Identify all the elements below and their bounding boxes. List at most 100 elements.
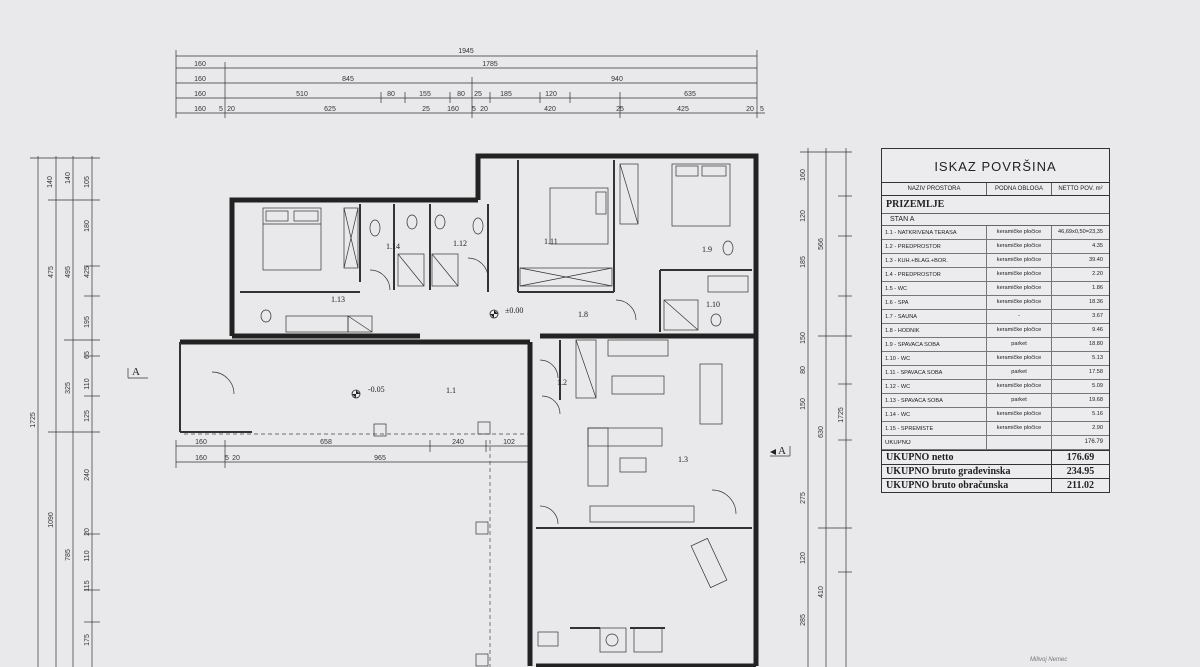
row-area: 19.68	[1051, 394, 1109, 407]
dim-bottom-r1-2: 20	[232, 455, 240, 462]
dim-top-r3-5: 25	[474, 91, 482, 98]
dim-bottom-r0-3: 102	[503, 439, 515, 446]
row-floor-type: parket	[986, 366, 1051, 379]
row-floor-type: keramičke pločice	[986, 380, 1051, 393]
row-room-name: 1.12 - WC	[885, 383, 911, 390]
row-floor-type: -	[986, 310, 1051, 323]
header-name: NAZIV PROSTORA	[907, 186, 961, 192]
row-floor-type: parket	[986, 338, 1051, 351]
room-label-1-2: 1.2	[557, 378, 567, 387]
dim-top-r2-0: 160	[194, 76, 206, 83]
row-room-name: 1.7 - SAUNA	[885, 313, 918, 320]
row-room-name: 1.6 - SPA	[885, 299, 909, 306]
row-floor-type: keramičke pločice	[986, 324, 1051, 337]
dim-top-r3-6: 185	[500, 91, 512, 98]
right-dimension-texts: 1725 566 630 410 160 120 185 150 80 150 …	[800, 169, 845, 626]
dim-right-c3-3: 150	[800, 332, 807, 344]
total-label: UKUPNO bruto obračunska	[886, 480, 1009, 491]
dim-left-c2-1: 1090	[48, 512, 55, 528]
room-label-1-12: 1.12	[453, 239, 467, 248]
dim-right-c3-7: 120	[800, 552, 807, 564]
dim-top-r2-1: 845	[342, 76, 354, 83]
room-label-1-13: 1.13	[331, 295, 345, 304]
room-label-1-9: 1.9	[702, 245, 712, 254]
dim-left-c2-0: 475	[48, 266, 55, 278]
dim-left-c4-11: 115	[84, 580, 91, 591]
dim-left-c3-1: 495	[65, 266, 72, 278]
row-area: 9.46	[1051, 324, 1109, 337]
row-floor-type: keramičke pločice	[986, 296, 1051, 309]
header-floor: PODNA OBLOGA	[986, 183, 1051, 195]
dim-bottom-r0-1: 658	[320, 439, 332, 446]
row-room-name: 1.2 - PREDPROSTOR	[885, 243, 941, 250]
row-floor-type: parket	[986, 394, 1051, 407]
row-room-name: 1.8 - HODNIK	[885, 327, 920, 334]
dim-bottom-r1-3: 965	[374, 455, 386, 462]
row-room-name: 1.4 - PREDPROSTOR	[885, 271, 941, 278]
dim-top-r3-7: 120	[545, 91, 557, 98]
row-floor-type: keramičke pločice	[986, 268, 1051, 281]
row-room-name: 1.14 - WC	[885, 411, 911, 418]
dim-bottom-r0-0: 160	[195, 439, 207, 446]
dim-right-c3-5: 150	[800, 398, 807, 410]
dim-top-r4-11: 20	[746, 106, 754, 113]
dim-right-c3-4: 80	[800, 366, 807, 374]
row-room-name: 1.9 - SPAVAĆA SOBA	[885, 341, 940, 348]
left-dimension-lines	[30, 156, 100, 667]
dim-top-r4-5: 160	[447, 106, 459, 113]
table-section: PRIZEMLJE	[882, 196, 1109, 214]
walls	[179, 153, 759, 667]
dim-top-r3-0: 160	[194, 91, 206, 98]
area-table: ISKAZ POVRŠINA NAZIV PROSTORA PODNA OBLO…	[881, 148, 1110, 493]
row-area: 2.90	[1051, 422, 1109, 435]
dim-right-c2-0: 566	[818, 238, 825, 250]
total-value: 234.95	[1051, 465, 1109, 478]
dim-right-c2-2: 410	[818, 586, 825, 598]
dim-left-c4-8: 240	[84, 469, 91, 481]
dim-left-c4-6: 110	[84, 378, 91, 389]
section-arrow-icon	[770, 449, 776, 455]
dim-left-c3-0: 140	[65, 172, 72, 184]
table-title: ISKAZ POVRŠINA	[882, 149, 1109, 183]
left-dimension-texts: 1725 475 1090 140 495 325 785 140 105 18…	[30, 172, 91, 646]
top-dimension-texts: 1945 160 1785 160 845 940 160 510 80 155…	[194, 48, 764, 113]
row-floor-type: keramičke pločice	[986, 226, 1051, 239]
section-mark-left: A	[127, 366, 148, 379]
dim-top-r4-4: 25	[422, 106, 430, 113]
dim-left-c4-0: 140	[47, 176, 54, 188]
table-subsection: STAN A	[882, 214, 1109, 226]
dim-top-r4-6: 5	[472, 106, 476, 113]
dim-right-c3-6: 275	[800, 492, 807, 504]
dim-left-c4-3: 425	[84, 266, 91, 278]
row-floor-type: keramičke pločice	[986, 282, 1051, 295]
dim-top-r4-7: 20	[480, 106, 488, 113]
total-value: 176.69	[1051, 451, 1109, 464]
dim-left-c4-5: 65	[84, 351, 91, 359]
level-marker-main: ±0.00	[489, 306, 523, 319]
dim-left-c4-12: 175	[84, 634, 91, 646]
table-row: 1.7 - SAUNA-3.67	[882, 310, 1109, 324]
dim-right-c3-8: 285	[800, 614, 807, 626]
total-label: UKUPNO bruto građevinska	[886, 466, 1011, 477]
section-mark-right-text: A	[778, 445, 786, 457]
level-main-text: ±0.00	[505, 306, 523, 315]
dim-top-r3-1: 510	[296, 91, 308, 98]
dim-left-c4-1: 105	[84, 176, 91, 188]
dim-left-c3-3: 785	[65, 549, 72, 561]
row-room-name: 1.5 - WC	[885, 285, 908, 292]
dim-left-c4-2: 180	[84, 220, 91, 232]
row-area: 5.13	[1051, 352, 1109, 365]
row-floor-type: keramičke pločice	[986, 240, 1051, 253]
